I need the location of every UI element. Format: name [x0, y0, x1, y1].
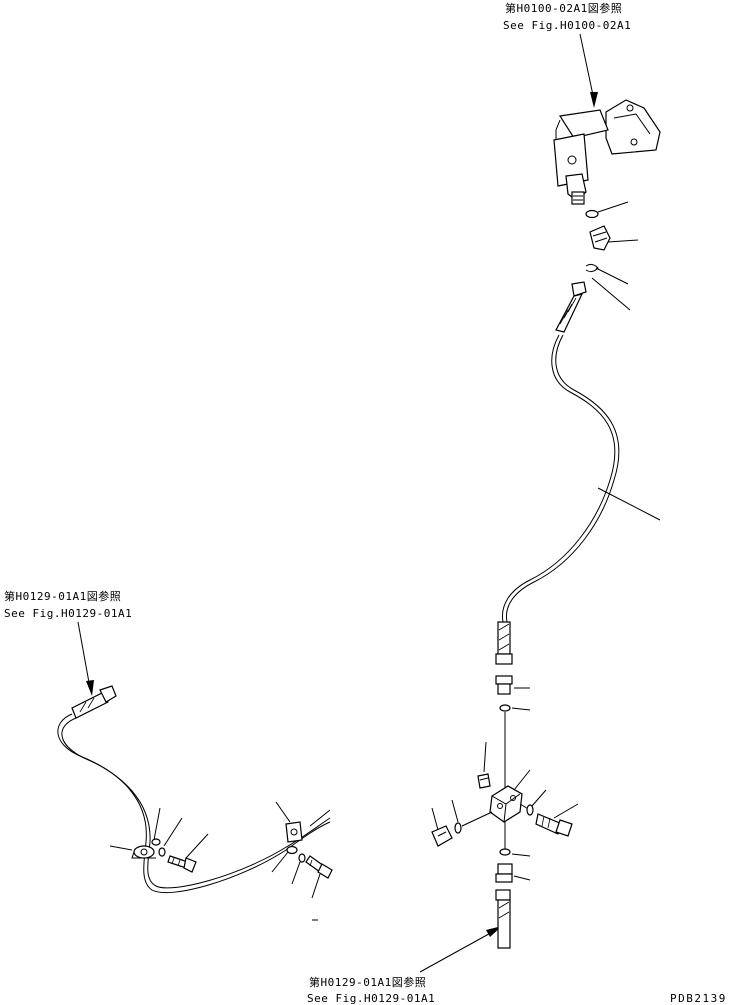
bolt-left — [167, 855, 197, 873]
leader-line — [431, 807, 439, 831]
bottom-reference-en: See Fig.H0129-01A1 — [307, 992, 435, 1005]
leader-line — [597, 487, 661, 521]
bolt-right — [305, 855, 333, 879]
leader-line — [511, 853, 531, 857]
connector-bolt-left — [431, 825, 453, 847]
connector-lower — [495, 863, 513, 883]
connector-bolt-right — [535, 813, 573, 837]
leader-line — [309, 809, 331, 827]
leader-line — [513, 875, 531, 881]
o-ring-top — [585, 209, 599, 219]
hose-end-fitting-upper — [555, 281, 587, 333]
leader-line — [163, 817, 183, 847]
washer-left — [151, 838, 161, 846]
clamp-left — [131, 845, 156, 859]
retaining-ring — [585, 263, 599, 273]
leader-line — [271, 851, 289, 873]
center-line — [461, 811, 493, 827]
main-hose — [501, 334, 616, 623]
o-ring-left — [454, 822, 462, 834]
leader-line — [483, 741, 487, 773]
left-reference-arrow — [77, 621, 94, 696]
leader-line — [291, 861, 301, 885]
leader-line — [553, 803, 579, 819]
leader-line — [185, 833, 209, 859]
leader-line — [513, 769, 531, 791]
valve-assembly — [553, 99, 661, 205]
top-reference-en: See Fig.H0100-02A1 — [503, 19, 631, 32]
drawing-code: PDB2139 — [670, 992, 727, 1005]
hose-end-fitting-left — [71, 685, 117, 719]
leader-line — [591, 277, 631, 311]
lock-washer-right — [298, 853, 306, 863]
nipple-fitting — [495, 675, 513, 695]
o-ring-right — [526, 804, 534, 816]
washer-right — [286, 845, 298, 855]
clamp-right — [285, 821, 303, 843]
top-reference-jp: 第H0100-02A1図参照 — [505, 1, 622, 15]
leader-line — [451, 799, 459, 823]
elbow-connector — [589, 225, 611, 251]
top-reference-arrow — [579, 33, 598, 108]
o-ring-lower — [499, 848, 511, 856]
leader-line — [275, 801, 291, 823]
leader-line — [511, 707, 531, 711]
leader-line — [531, 789, 547, 807]
bottom-reference-jp: 第H0129-01A1図参照 — [309, 975, 426, 989]
left-reference-jp: 第H0129-01A1図参照 — [4, 589, 121, 603]
o-ring-upper — [499, 704, 511, 712]
leader-line — [595, 267, 629, 285]
leader-line — [597, 201, 629, 213]
lock-washer-left — [158, 847, 166, 857]
bottom-reference-arrow — [419, 926, 502, 973]
leader-line — [311, 873, 321, 899]
leader-line — [153, 807, 161, 841]
leader-line — [109, 845, 133, 851]
leader-line — [607, 239, 639, 243]
hose-end-fitting-lower — [495, 621, 513, 665]
tube-lower — [495, 889, 511, 949]
plug — [477, 773, 491, 789]
junction-block — [489, 785, 523, 823]
left-reference-en: See Fig.H0129-01A1 — [4, 607, 132, 620]
